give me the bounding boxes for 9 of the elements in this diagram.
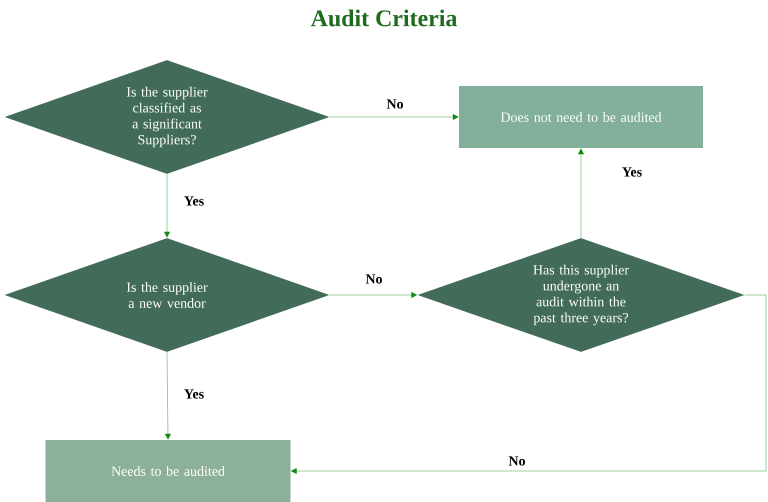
edge-label: Yes bbox=[182, 388, 206, 400]
edge-label: Yes bbox=[620, 166, 644, 178]
edge-label: Yes bbox=[182, 195, 206, 207]
process-box: Does not need to be audited bbox=[459, 86, 703, 148]
edge-label: No bbox=[385, 98, 405, 110]
edge-label: No bbox=[507, 455, 527, 467]
process-box: Needs to be audited bbox=[46, 440, 290, 502]
edge-label: No bbox=[364, 273, 384, 285]
title: Audit Criteria bbox=[310, 10, 458, 26]
